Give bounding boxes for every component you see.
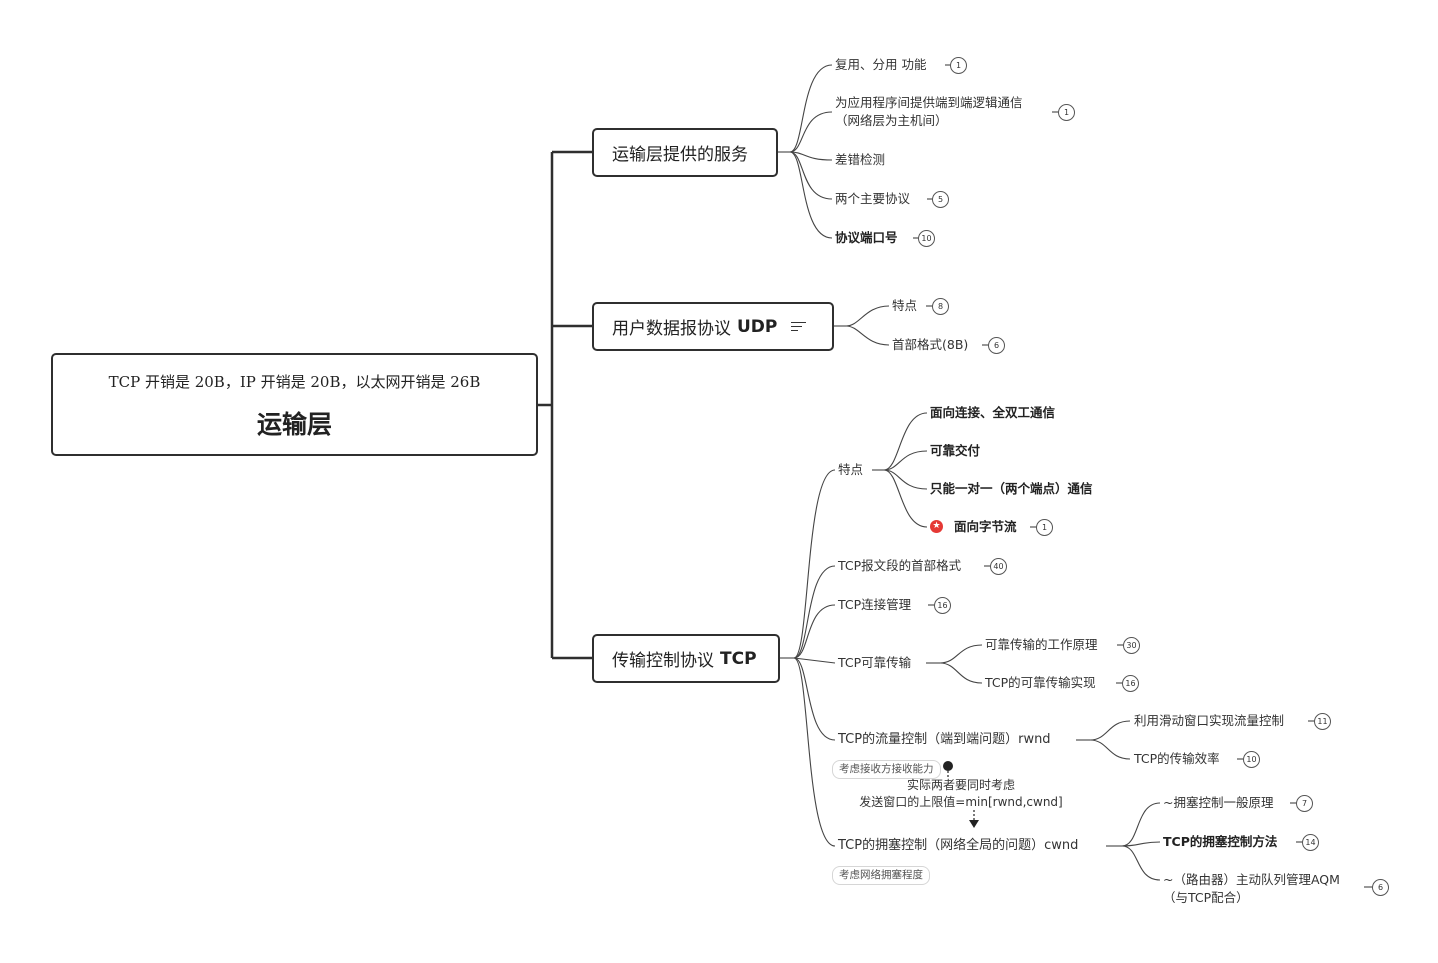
count-badge[interactable]: 8 xyxy=(932,298,949,315)
root-node[interactable]: TCP 开销是 20B，IP 开销是 20B，以太网开销是 26B 运输层 xyxy=(51,353,538,456)
topic-full-duplex[interactable]: 面向连接、全双工通信 xyxy=(930,405,1056,420)
topic-flow-control[interactable]: TCP的流量控制（端到端问题）rwnd xyxy=(838,732,1051,747)
topic-congestion-principle[interactable]: ~拥塞控制一般原理 xyxy=(1163,795,1274,810)
count-badge[interactable]: 1 xyxy=(1036,519,1053,536)
relationship-label[interactable]: 实际两者要同时考虑 发送窗口的上限值=min[rwnd,cwnd] xyxy=(850,777,1072,811)
topic-congestion-methods[interactable]: TCP的拥塞控制方法 xyxy=(1163,834,1278,849)
topic-udp-header[interactable]: 首部格式(8B) xyxy=(892,337,969,352)
count-badge[interactable]: 40 xyxy=(990,558,1007,575)
root-note: TCP 开销是 20B，IP 开销是 20B，以太网开销是 26B xyxy=(108,373,481,391)
topic-end-to-end-line1: 为应用程序间提供端到端逻辑通信 xyxy=(835,95,1023,110)
topic-aqm-line1: ~（路由器）主动队列管理AQM xyxy=(1163,872,1340,887)
count-badge[interactable]: 1 xyxy=(950,57,967,74)
topic-aqm-line2: （与TCP配合） xyxy=(1163,890,1249,905)
relationship-line1: 实际两者要同时考虑 xyxy=(906,778,1015,792)
root-title: 运输层 xyxy=(256,410,332,439)
topic-end-to-end-line2: （网络层为主机间） xyxy=(835,113,948,128)
topic-tcp-reliable[interactable]: TCP可靠传输 xyxy=(838,655,912,670)
topic-udp-features[interactable]: 特点 xyxy=(892,298,918,313)
topic-reliable-impl[interactable]: TCP的可靠传输实现 xyxy=(985,675,1096,690)
count-badge[interactable]: 16 xyxy=(1122,675,1139,692)
topic-aqm[interactable]: ~（路由器）主动队列管理AQM （与TCP配合） xyxy=(1163,871,1340,907)
relation-start-dot xyxy=(943,761,953,771)
branch-udp-title-bold: UDP xyxy=(737,316,778,337)
count-badge[interactable]: 5 xyxy=(932,191,949,208)
count-badge[interactable]: 16 xyxy=(934,597,951,614)
label-tag[interactable]: 考虑接收方接收能力 xyxy=(832,760,941,779)
branch-tcp[interactable]: 传输控制协议 TCP xyxy=(592,634,780,683)
branch-services[interactable]: 运输层提供的服务 xyxy=(592,128,778,177)
topic-end-to-end[interactable]: 为应用程序间提供端到端逻辑通信 （网络层为主机间） xyxy=(835,94,1023,130)
topic-tcp-features[interactable]: 特点 xyxy=(838,462,864,477)
branch-services-title: 运输层提供的服务 xyxy=(612,145,748,165)
count-badge[interactable]: 10 xyxy=(1243,751,1260,768)
topic-congestion-control[interactable]: TCP的拥塞控制（网络全局的问题）cwnd xyxy=(838,838,1079,853)
branch-udp-title: 用户数据报协议 xyxy=(612,319,731,339)
count-badge[interactable]: 6 xyxy=(988,337,1005,354)
topic-reliable-delivery[interactable]: 可靠交付 xyxy=(930,443,981,458)
topic-tcp-connection[interactable]: TCP连接管理 xyxy=(838,597,912,612)
branch-tcp-title-bold: TCP xyxy=(720,648,757,669)
topic-byte-stream[interactable]: 面向字节流 xyxy=(954,519,1017,534)
topic-tcp-header-format[interactable]: TCP报文段的首部格式 xyxy=(838,558,962,573)
count-badge[interactable]: 11 xyxy=(1314,713,1331,730)
topic-sliding-window[interactable]: 利用滑动窗口实现流量控制 xyxy=(1134,713,1285,728)
count-badge[interactable]: 6 xyxy=(1372,879,1389,896)
branch-tcp-title: 传输控制协议 xyxy=(612,651,714,671)
topic-transmission-efficiency[interactable]: TCP的传输效率 xyxy=(1134,751,1220,766)
relationship-line2: 发送窗口的上限值=min[rwnd,cwnd] xyxy=(859,795,1063,809)
branch-udp[interactable]: 用户数据报协议 UDP xyxy=(592,302,834,351)
count-badge[interactable]: 1 xyxy=(1058,104,1075,121)
count-badge[interactable]: 14 xyxy=(1302,834,1319,851)
topic-two-protocols[interactable]: 两个主要协议 xyxy=(835,191,911,206)
topic-multiplexing[interactable]: 复用、分用 功能 xyxy=(835,57,927,72)
label-tag[interactable]: 考虑网络拥塞程度 xyxy=(832,866,930,885)
count-badge[interactable]: 7 xyxy=(1296,795,1313,812)
topic-port-numbers[interactable]: 协议端口号 xyxy=(835,230,898,245)
notes-lines-icon[interactable] xyxy=(791,320,807,334)
star-icon: ★ xyxy=(930,520,943,533)
relation-arrow-head xyxy=(969,820,979,828)
topic-one-to-one[interactable]: 只能一对一（两个端点）通信 xyxy=(930,481,1093,496)
topic-error-detection[interactable]: 差错检测 xyxy=(835,152,886,167)
topic-reliable-principle[interactable]: 可靠传输的工作原理 xyxy=(985,637,1098,652)
count-badge[interactable]: 10 xyxy=(918,230,935,247)
count-badge[interactable]: 30 xyxy=(1123,637,1140,654)
